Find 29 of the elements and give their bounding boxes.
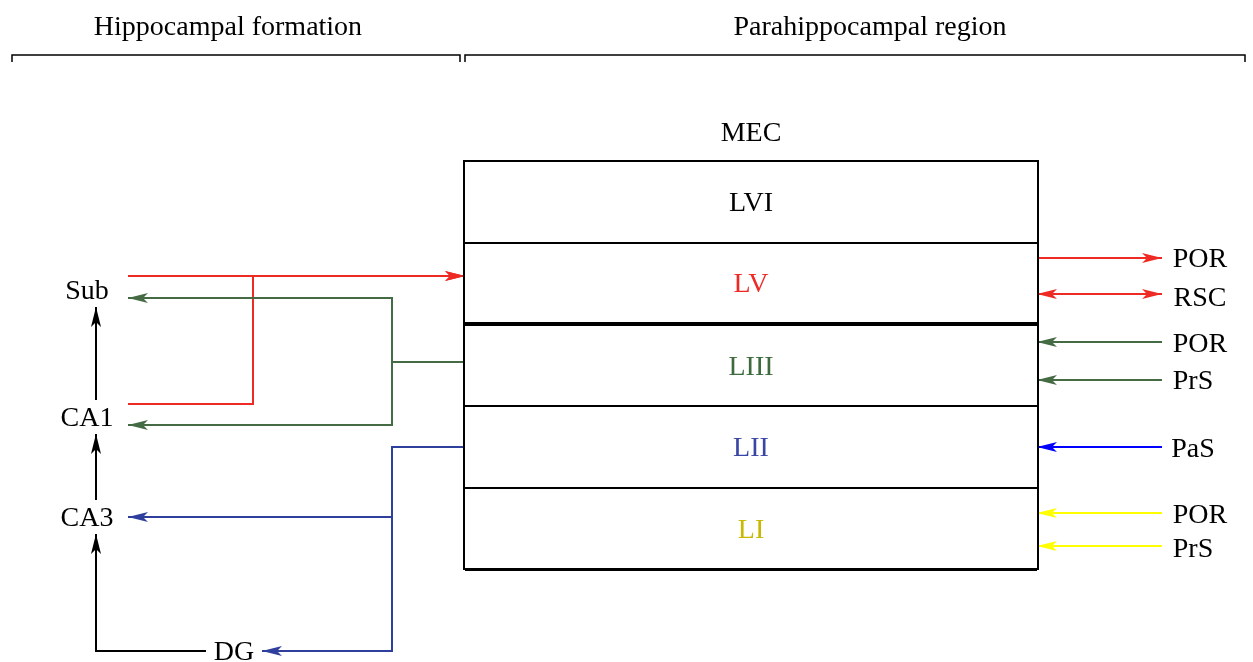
section-heading: Hippocampal formation: [92, 12, 364, 40]
region-label: POR: [1162, 326, 1238, 360]
region-label: Sub: [46, 273, 128, 307]
layer-box: LII: [465, 407, 1037, 489]
section-heading: Parahippocampal region: [732, 12, 1008, 40]
region-label: CA1: [46, 400, 128, 434]
arrow: [1036, 442, 1163, 452]
arrow: [1036, 253, 1163, 263]
arrow: [1036, 375, 1163, 385]
region-label: RSC: [1162, 280, 1238, 314]
layer-box: LI: [465, 489, 1037, 571]
arrow: [91, 533, 207, 652]
arrow: [1036, 289, 1163, 299]
region-heading: MEC: [719, 118, 783, 146]
arrow: [91, 306, 101, 401]
layer-box: LV: [465, 244, 1037, 326]
region-label: PrS: [1162, 531, 1224, 565]
region-label: POR: [1162, 497, 1238, 531]
region-label: PrS: [1162, 363, 1224, 397]
arrow: [91, 433, 101, 501]
region-label: PaS: [1162, 431, 1224, 465]
region-label: DG: [206, 636, 262, 662]
region-label: CA3: [46, 500, 128, 534]
arrow: [1036, 541, 1163, 551]
arrow: [1036, 337, 1163, 347]
arrow: [1036, 508, 1163, 518]
region-label: POR: [1162, 241, 1238, 275]
layer-box: LVI: [465, 162, 1037, 244]
layer-box: LIII: [465, 326, 1037, 407]
